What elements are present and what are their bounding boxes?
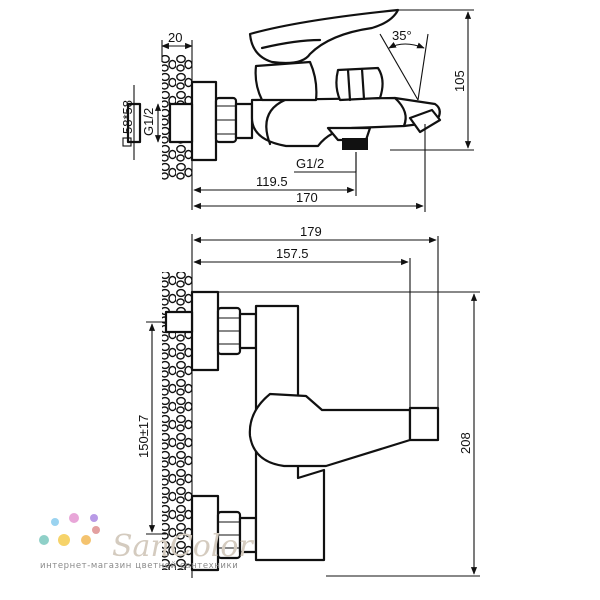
brand-dot [58, 534, 70, 546]
dim-center-distance: 150±17 [136, 415, 151, 458]
dim-spout-offset: 119.5 [256, 174, 288, 189]
wall-flange [190, 80, 218, 162]
dim-inlet-thread: G1/2 [141, 108, 156, 136]
lever-handle-side [248, 8, 400, 65]
front-view: 179 157.5 208 150±17 [136, 224, 480, 578]
diverter-knob [335, 66, 384, 102]
brand-dot [39, 535, 49, 545]
brand-tagline: интернет-магазин цветной сантехники [40, 561, 238, 571]
brand-name: SanColor [112, 529, 254, 564]
dim-handle-length: 157.5 [276, 246, 309, 261]
brand-dot [51, 518, 59, 526]
lever-handle-front [248, 392, 412, 468]
dim-total-height: 208 [458, 432, 473, 454]
dim-overall-length: 179 [300, 224, 322, 239]
brand-dot [81, 535, 91, 545]
dim-outlet-thread: G1/2 [296, 156, 324, 171]
brand-dot [69, 513, 79, 523]
side-view: 35° 105 20 58*58 G1/2 G1/2 119.5 170 [120, 8, 474, 212]
lever-cap [408, 406, 440, 442]
dim-height: 105 [452, 70, 467, 92]
dim-wall-thickness: 20 [168, 30, 182, 45]
dim-overall-depth: 170 [296, 190, 318, 205]
dim-handle-angle: 35° [392, 28, 412, 43]
sancolor-watermark: SanColor интернет-магазин цветной сантех… [39, 513, 254, 571]
brand-dot [92, 526, 100, 534]
dim-flange-size: 58*58 [120, 100, 135, 134]
brand-dot [90, 514, 98, 522]
